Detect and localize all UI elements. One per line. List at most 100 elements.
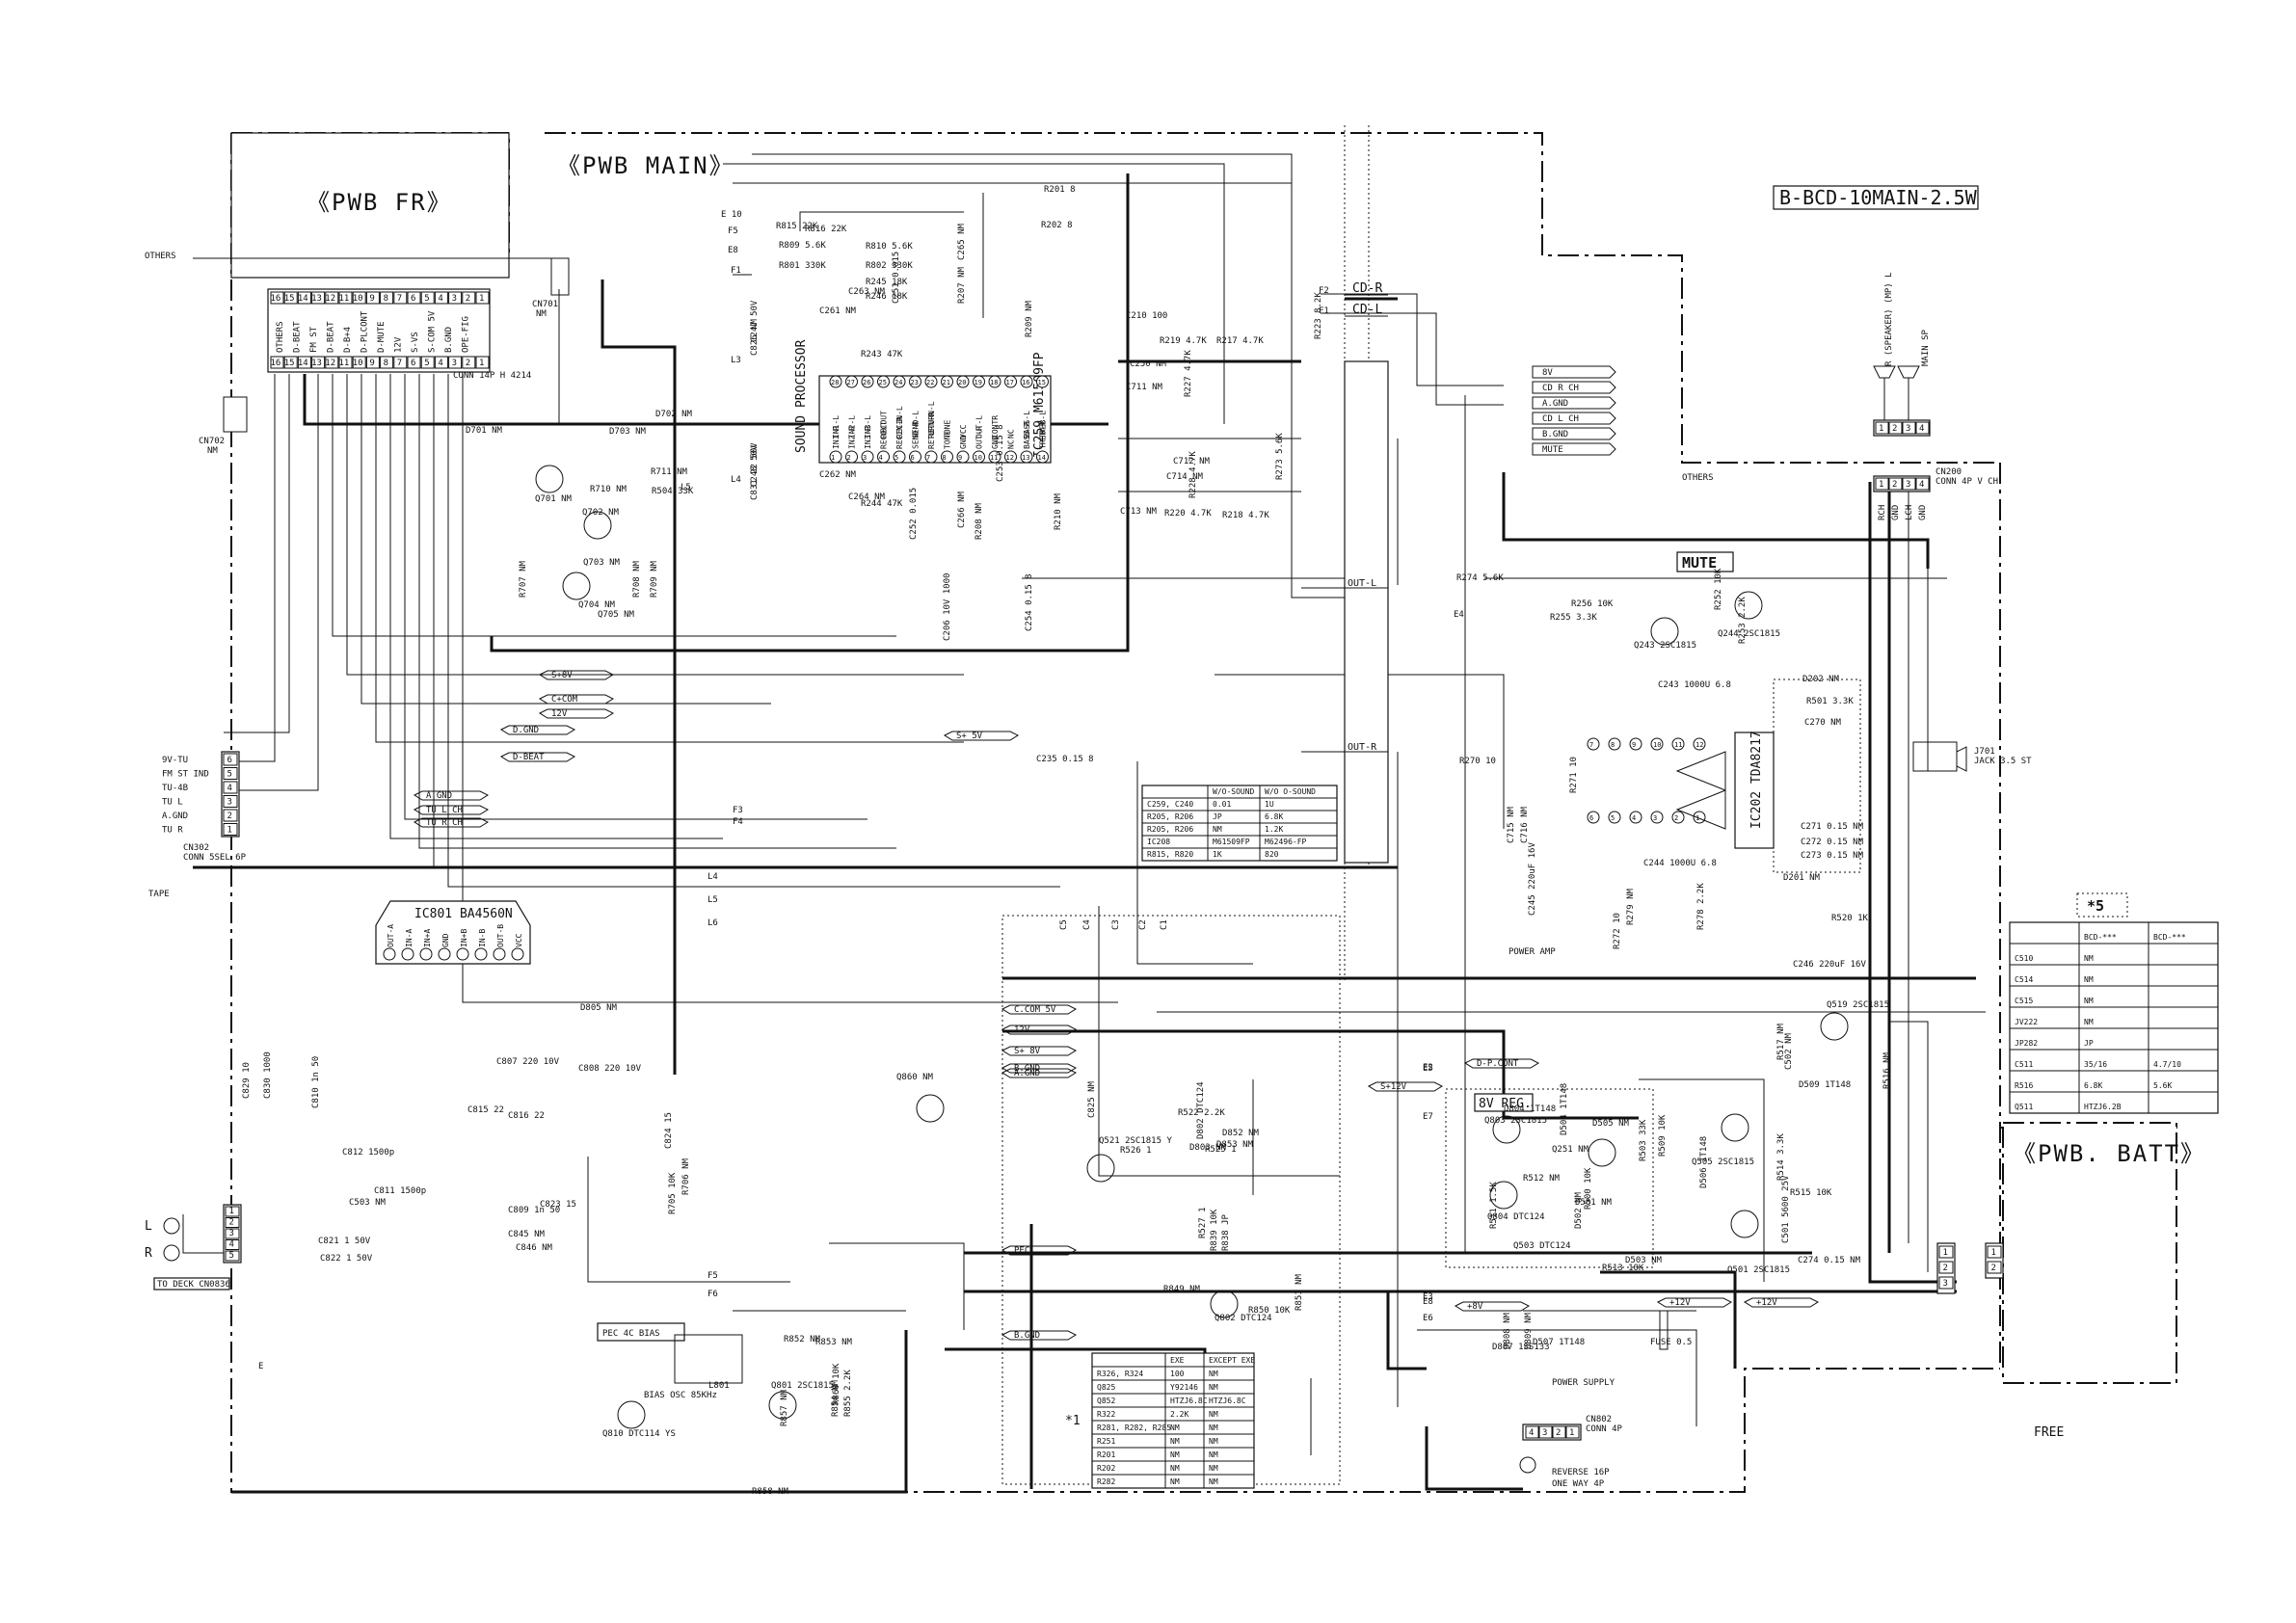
- capacitor-label: C254 0.15 8: [1025, 573, 1034, 631]
- cn701-pin-box: [365, 291, 380, 305]
- bus-label: TU L CH: [426, 806, 463, 815]
- bus-tag: [1454, 1301, 1531, 1312]
- ic259-bottom-pin-circle: [909, 450, 921, 464]
- ic259-sound-processor: SOUND PROCESSOR IC259 M61509FP 28IN1-L27…: [794, 339, 1052, 464]
- table-sound-cell: 1.2K: [1265, 825, 1283, 834]
- cn801-pin: 2: [229, 1218, 234, 1228]
- ic202-pin-circle: [1671, 811, 1685, 824]
- table-exp-cell: NM: [1170, 1477, 1180, 1486]
- star5-box: *5: [2076, 892, 2128, 918]
- capacitor-label: C274 0.15 NM: [1798, 1256, 1861, 1265]
- cn701-pin-box: [407, 291, 421, 305]
- ic202-pin-circle: [1587, 811, 1600, 824]
- speaker-pin: 1: [1879, 424, 1883, 434]
- bus-tag: [1463, 1058, 1540, 1069]
- cn701-pin-bottom-box: [393, 356, 408, 369]
- cn701-pin: 12: [325, 294, 335, 304]
- resistor-label: R208 NM: [974, 502, 984, 540]
- ic202-label: IC202 TDA8217: [1749, 731, 1764, 829]
- capacitor-label: C271 0.15 NM: [1801, 822, 1864, 832]
- transistor-label: Q503 DTC124: [1513, 1241, 1571, 1251]
- bus-tag: [1743, 1297, 1820, 1308]
- capacitor-label: C826 NM: [750, 318, 760, 356]
- diode-label: D852 NM: [1222, 1129, 1260, 1138]
- bus-label: TU R CH: [426, 818, 463, 828]
- ic801-pin-name: IN+B: [460, 929, 468, 947]
- ic259-top-pin-name: IN3-L: [864, 415, 872, 439]
- cd-bus-label: MUTE: [1542, 445, 1563, 455]
- ic259-top-pin-name: RECIN-L: [895, 406, 904, 439]
- bus-tag: [1001, 1046, 1078, 1056]
- ic259-bottom-pin-circle: [829, 450, 842, 464]
- ic259-top-pin-circle: [893, 375, 906, 388]
- edge-label: E4: [1454, 610, 1464, 620]
- capacitor-label: C810 1n 50: [311, 1056, 321, 1108]
- cn701-pin-bottom: 12: [325, 359, 335, 368]
- resistor-label: R207 NM: [957, 266, 967, 304]
- ic259-top-pin-name: IN2-L: [848, 415, 857, 439]
- transistor-label: Q803 2SC1815: [1484, 1116, 1547, 1126]
- ic259-bottom-pin-circle: [956, 450, 970, 464]
- ic259-top-pin: 22: [926, 379, 934, 386]
- out-label: OUT-L: [1348, 578, 1376, 589]
- table-exp-cell: R251: [1097, 1437, 1115, 1446]
- cn200-pin: 3: [1906, 480, 1910, 490]
- bus-label: D.GND: [513, 726, 539, 735]
- diode-label: D202 NM: [1802, 675, 1840, 684]
- ic259-top-pin: 27: [847, 379, 855, 386]
- table-exp-cell: NM: [1209, 1450, 1218, 1459]
- capacitor-label: C503 NM: [349, 1198, 387, 1208]
- resistor-label: R227 4.7K: [1184, 350, 1193, 397]
- cn802-desc: CONN 4P: [1586, 1424, 1623, 1434]
- cn701-pin-box: [380, 291, 394, 305]
- ic259-top-pin-circle: [941, 375, 953, 388]
- cn701-pin-box: [297, 291, 311, 305]
- cn200-label: CN200: [1936, 467, 1962, 477]
- ic801-pin-circle: [474, 947, 488, 961]
- cn200-signal: LCH: [1905, 505, 1914, 520]
- ic259-bottom-pin: 5: [894, 454, 898, 462]
- cd-bus-tag: [1532, 365, 1616, 379]
- batt-pin: 2: [1943, 1264, 1948, 1273]
- resistor-label: R218 4.7K: [1222, 511, 1269, 520]
- ic259-top-pin: 26: [863, 379, 870, 386]
- cn302-pin: 5: [227, 770, 232, 780]
- edge-label: C5: [1059, 919, 1069, 930]
- capacitor-label: C824 15: [664, 1112, 674, 1149]
- ic259-top-pin-circle: [829, 375, 842, 388]
- table-exp-cell: R202: [1097, 1464, 1115, 1473]
- ic202-pin: 10: [1653, 741, 1661, 749]
- cn802-pin-box: [1525, 1425, 1539, 1439]
- ic259-top-pin-circle: [877, 375, 890, 388]
- table-exp-cell: HTZJ6.8C: [1170, 1397, 1208, 1405]
- resistor-label: R509 10K: [1658, 1114, 1668, 1157]
- ic801-pin-name: IN-B: [478, 929, 487, 947]
- resistor-label: R515 10K: [1790, 1188, 1832, 1198]
- transistor-label: Q810 DTC114 YS: [602, 1429, 676, 1439]
- table-exp-cell: R201: [1097, 1450, 1115, 1459]
- resistor-label: R504 33K: [652, 487, 694, 496]
- resistor-label: R857 NM: [780, 1389, 789, 1426]
- star1-label: *1: [1065, 1414, 1081, 1428]
- ic259-bottom-pin-name: OUT-R: [975, 426, 984, 449]
- ic259-top-pin-name: VCC: [959, 424, 968, 439]
- edge-label: L5: [681, 483, 691, 492]
- cn701-pin: 16: [271, 294, 281, 304]
- ic202-pin: 3: [1653, 814, 1657, 822]
- ground-label: E: [258, 1362, 263, 1371]
- ic259-top-pin: 20: [958, 379, 966, 386]
- resistor-label: R525 1: [1205, 1145, 1237, 1155]
- resistor-label: R527 1: [1198, 1207, 1208, 1238]
- resistor-label: R711 NM: [651, 467, 688, 477]
- resistor-label: R270 10: [1459, 757, 1496, 766]
- bus-label: S+12V: [1380, 1082, 1407, 1092]
- ic202-pin: 6: [1589, 814, 1593, 822]
- reg-section: 8V REG.: [1445, 1088, 1654, 1268]
- diode-label: D503 NM: [1625, 1256, 1663, 1265]
- ic259-top-pin-circle: [956, 375, 970, 388]
